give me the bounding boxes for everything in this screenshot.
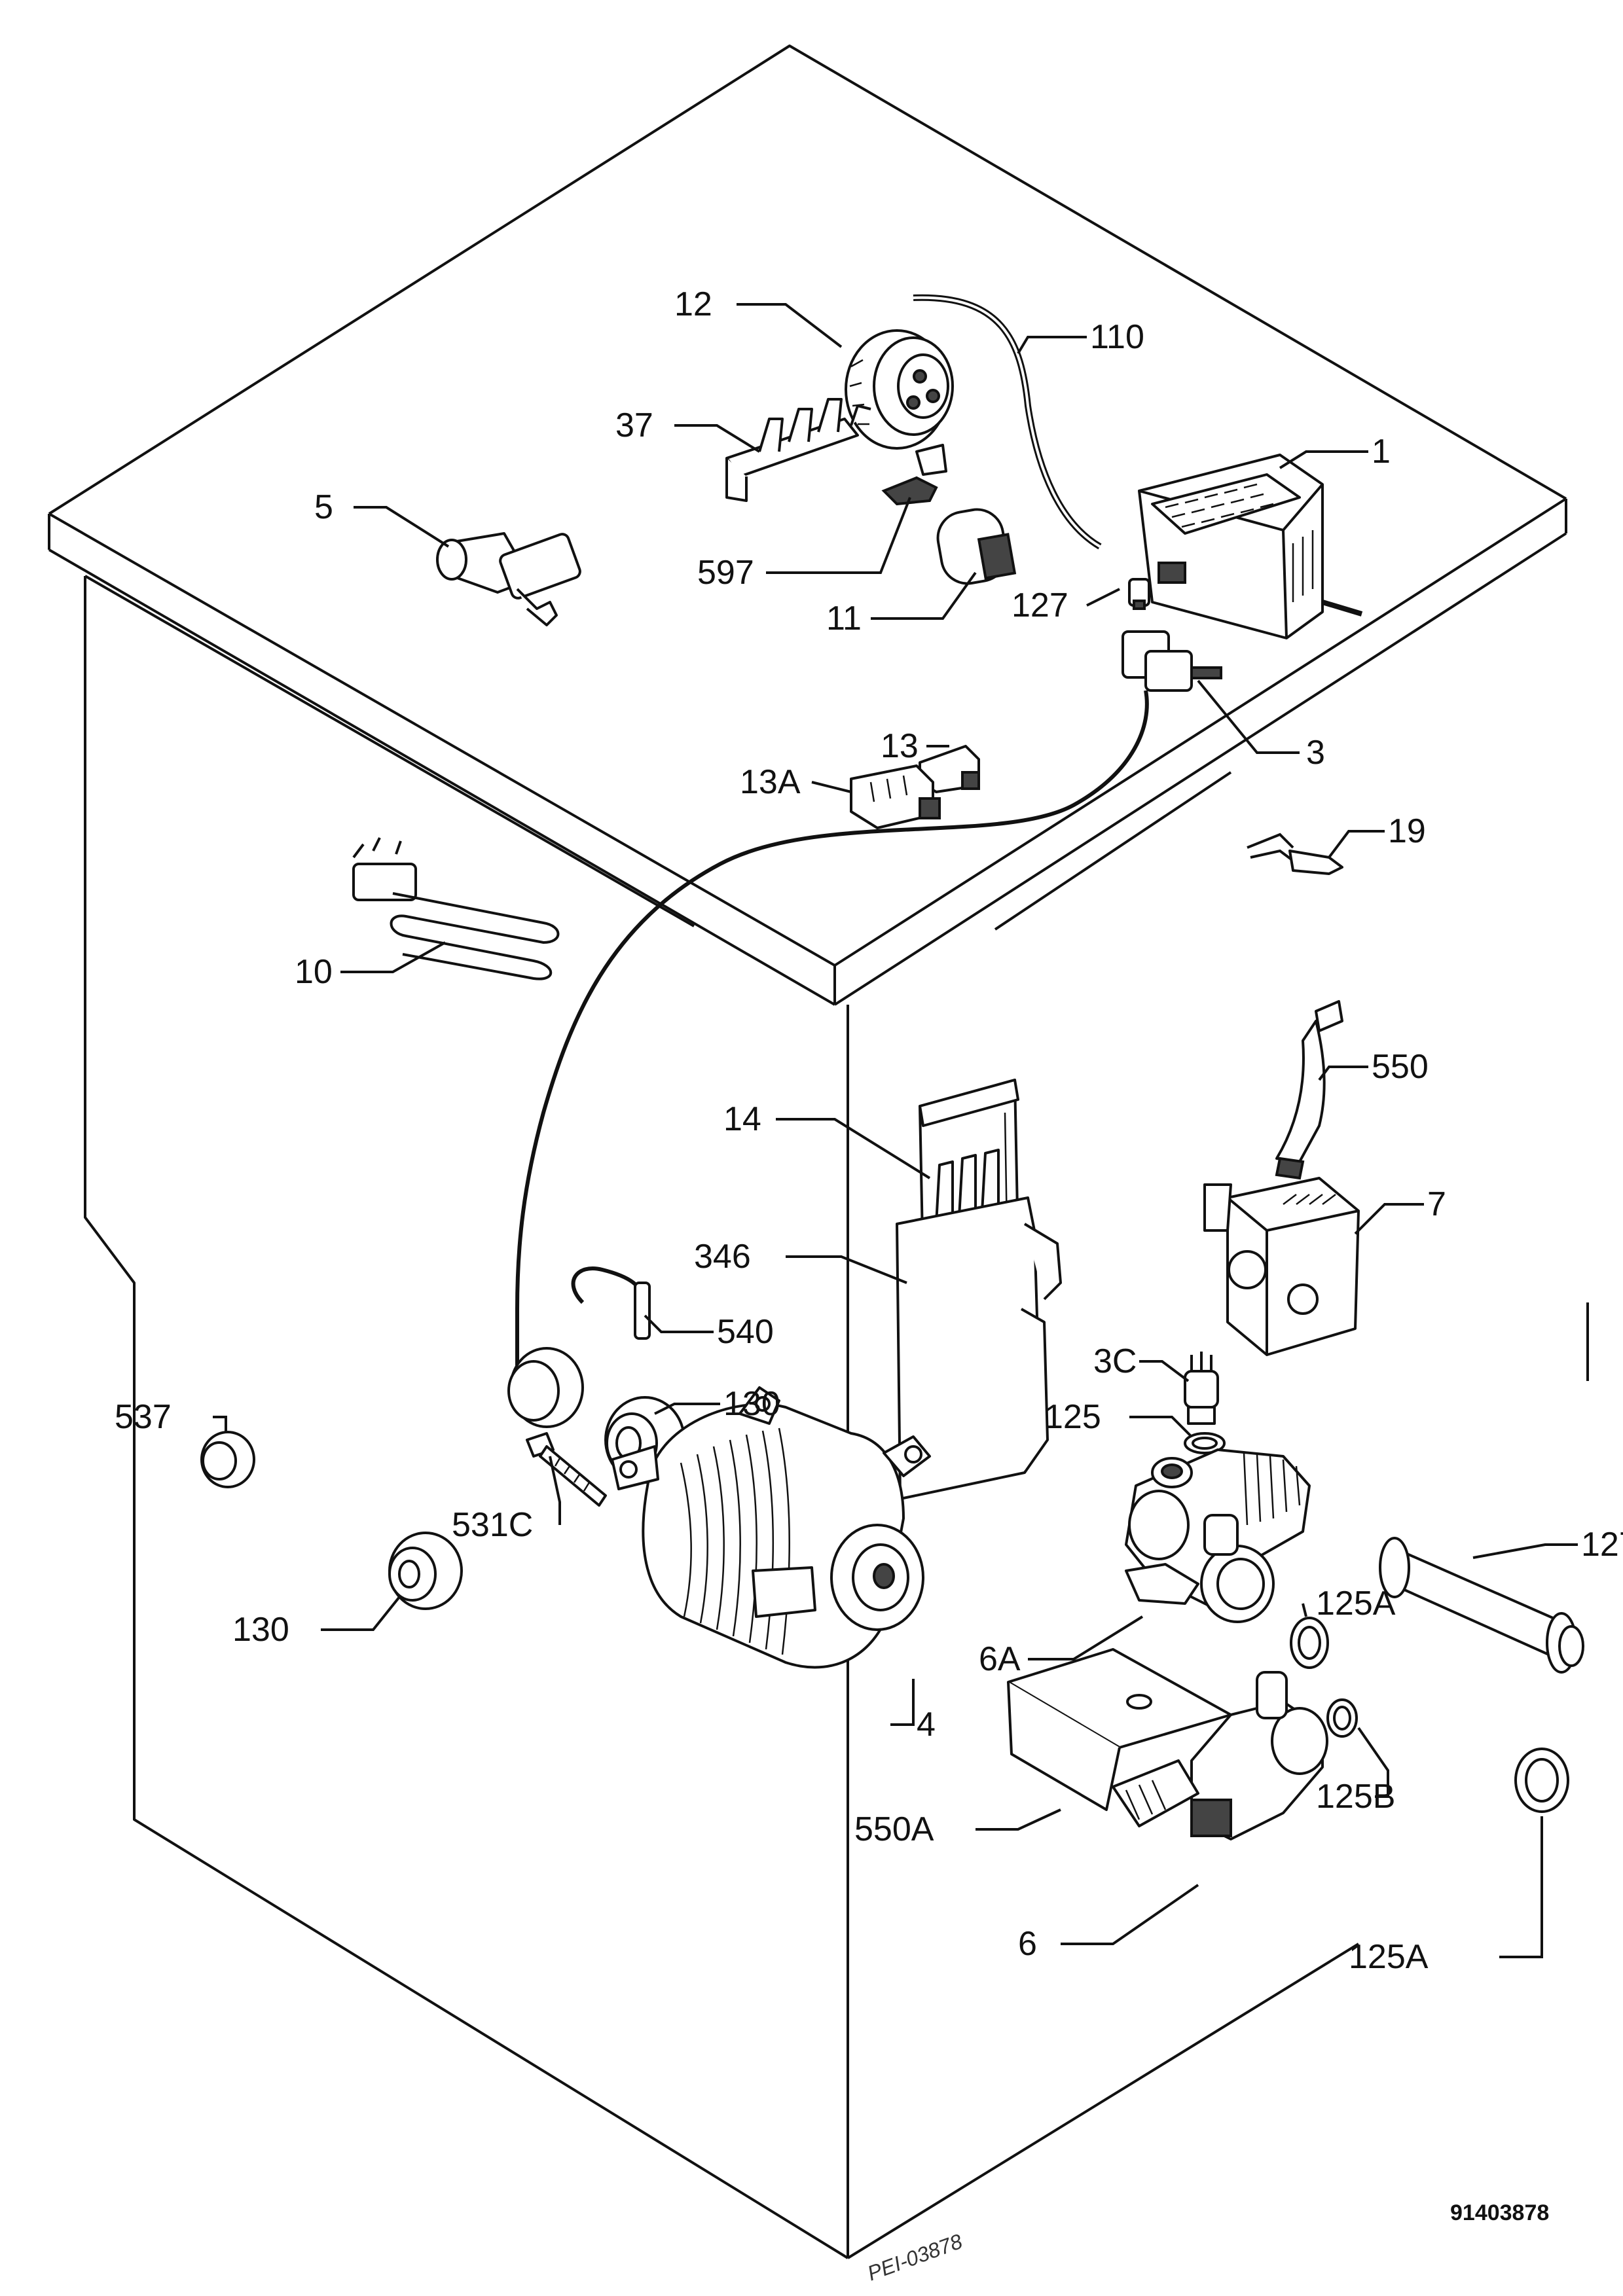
label-125a-top: 125A <box>1316 1585 1396 1623</box>
part-37-drawing <box>725 398 871 502</box>
label-125b: 125B <box>1316 1778 1395 1816</box>
label-12: 12 <box>674 285 712 323</box>
part-127a-drawing <box>1379 1537 1584 1674</box>
label-127a: 127A <box>1581 1526 1623 1564</box>
part-5-drawing <box>436 532 581 626</box>
part-346-drawing <box>896 1196 1062 1500</box>
cabinet-outline <box>48 45 1589 2259</box>
label-125: 125 <box>1044 1398 1101 1436</box>
part-110-hose <box>913 294 1102 550</box>
label-125a-bottom: 125A <box>1349 1938 1429 1976</box>
label-7: 7 <box>1427 1185 1446 1223</box>
part-597-drawing <box>881 444 947 506</box>
label-1: 1 <box>1372 433 1391 471</box>
label-531c: 531C <box>452 1506 533 1544</box>
label-10: 10 <box>295 953 333 991</box>
label-6a: 6A <box>979 1640 1021 1678</box>
label-3c: 3C <box>1093 1342 1137 1380</box>
label-130-left: 130 <box>232 1611 289 1649</box>
label-130-center: 130 <box>723 1385 780 1423</box>
part-4-drawing <box>611 1386 931 1669</box>
part-1-drawing <box>1138 454 1363 639</box>
callout-labels: 12 110 37 5 1 597 11 127 3 13 13A 19 10 … <box>115 285 1623 1976</box>
part-127-drawing <box>1128 578 1150 610</box>
diagram-reference-number: 91403878 <box>1450 2200 1549 2225</box>
label-11: 11 <box>826 600 862 637</box>
part-130-left-drawing <box>388 1532 463 1610</box>
part-125a-bottom-drawing <box>1514 1748 1569 1813</box>
part-550a-drawing <box>1007 1648 1232 1811</box>
part-531c-drawing <box>526 1432 607 1507</box>
label-14: 14 <box>723 1100 761 1138</box>
label-537: 537 <box>115 1398 172 1436</box>
part-540-drawing <box>571 1266 651 1340</box>
label-4: 4 <box>917 1706 936 1744</box>
label-550a: 550A <box>854 1810 934 1848</box>
label-127: 127 <box>1012 586 1068 624</box>
label-346: 346 <box>694 1238 751 1276</box>
part-6a-drawing <box>1125 1448 1311 1623</box>
part-13a-drawing <box>850 764 941 829</box>
label-540: 540 <box>717 1313 774 1351</box>
part-3c-drawing <box>1184 1352 1219 1425</box>
part-125a-top-drawing <box>1290 1617 1329 1669</box>
label-597: 597 <box>697 554 754 592</box>
label-19: 19 <box>1388 812 1426 850</box>
part-10-drawing <box>352 837 560 980</box>
label-3: 3 <box>1306 734 1325 772</box>
part-19-drawing <box>1247 833 1343 875</box>
part-550-drawing <box>1275 1000 1343 1180</box>
label-13: 13 <box>881 727 919 765</box>
part-6-drawing <box>1112 1671 1328 1840</box>
part-125b-drawing <box>1326 1698 1358 1738</box>
part-537-drawing <box>200 1431 255 1488</box>
label-110: 110 <box>1090 318 1144 356</box>
label-37: 37 <box>615 406 653 444</box>
cable-grommet-drawing <box>507 1347 584 1428</box>
part-7-drawing <box>1203 1177 1360 1356</box>
label-5: 5 <box>314 488 333 526</box>
label-6: 6 <box>1018 1925 1037 1963</box>
label-550: 550 <box>1372 1048 1429 1086</box>
part-11-drawing <box>936 508 1017 585</box>
part-13-drawing <box>919 745 980 793</box>
label-13a: 13A <box>740 763 801 801</box>
part-12-drawing <box>845 329 954 450</box>
part-125-drawing <box>1184 1432 1226 1454</box>
leader-lines <box>213 303 1578 1958</box>
